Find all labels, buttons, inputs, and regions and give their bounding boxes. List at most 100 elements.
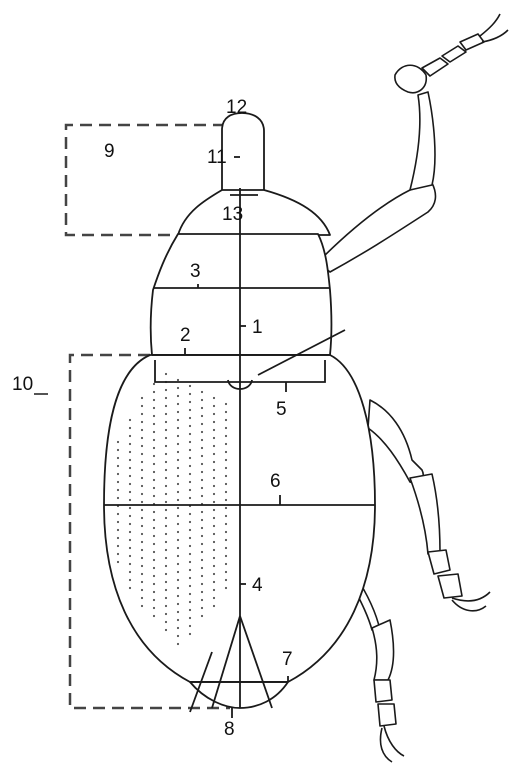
punctation-dot [117,473,119,475]
punctation-dot [141,405,143,407]
punctation-dot [153,383,155,385]
punctation-dot [177,627,179,629]
punctation-dot [189,465,191,467]
punctation-dot [129,451,131,453]
punctation-dot [177,539,179,541]
punctation-dot [201,471,203,473]
punctation-dot [177,603,179,605]
punctation-dot [165,581,167,583]
punctation-dot [213,509,215,511]
label-10: 10 [12,375,33,394]
punctation-dot [201,559,203,561]
punctation-dot [141,445,143,447]
punctation-dot [177,523,179,525]
punctation-dot [225,563,227,565]
punctation-dot [213,597,215,599]
punctation-dot [153,423,155,425]
punctation-dot [177,443,179,445]
punctation-dot [153,599,155,601]
front-leg-claw [480,14,508,42]
punctation-dot [189,401,191,403]
punctation-dot [225,571,227,573]
punctation-dot [201,551,203,553]
punctation-dot [177,555,179,557]
punctation-dot [153,519,155,521]
punctation-dot [189,433,191,435]
punctation-dot [213,453,215,455]
punctation-dot [201,487,203,489]
punctation-dot [153,591,155,593]
punctation-dot [153,487,155,489]
punctation-dot [117,457,119,459]
punctation-dot [201,615,203,617]
punctation-dot [213,581,215,583]
punctation-dot [165,565,167,567]
punctation-dot [225,427,227,429]
punctation-dot [189,449,191,451]
punctation-dot [153,575,155,577]
punctation-dot [141,517,143,519]
punctation-dot [213,541,215,543]
punctation-dot [213,493,215,495]
middle-leg-tibia [410,474,440,554]
punctation-dot [141,485,143,487]
punctation-dot [165,597,167,599]
head [178,190,330,235]
punctation-dot [165,493,167,495]
punctation-dot [129,443,131,445]
punctation-dot [201,527,203,529]
punctation-dot [141,581,143,583]
label-4: 4 [252,576,263,595]
punctation-dot [165,525,167,527]
punctation-dot [225,443,227,445]
front-leg-tarsus [422,34,484,76]
punctation-dot [201,583,203,585]
punctation-dot [153,431,155,433]
punctation-dot [201,431,203,433]
punctation-dot [117,441,119,443]
punctation-dot [213,485,215,487]
punctation-dot [225,451,227,453]
punctation-dot [213,565,215,567]
punctation-dot [129,475,131,477]
punctation-dot [189,585,191,587]
punctation-dot [165,469,167,471]
punctation-dot [213,445,215,447]
punctation-dot [153,439,155,441]
punctation-dot [129,587,131,589]
punctation-dot [129,563,131,565]
punctation-dot [201,439,203,441]
punctation-dot [165,477,167,479]
front-leg-tibia [410,92,435,190]
punctation-dot [153,559,155,561]
punctation-dot [153,535,155,537]
punctation-dot [129,459,131,461]
punctation-dot [201,495,203,497]
punctation-dot [213,589,215,591]
punctation-dot [165,405,167,407]
punctation-dot [177,571,179,573]
punctation-dot [165,557,167,559]
punctation-dot [165,589,167,591]
punctation-dot [225,411,227,413]
punctation-dot [225,459,227,461]
punctation-dot [213,461,215,463]
punctation-dot [213,413,215,415]
punctation-dot [201,423,203,425]
punctation-dot [225,539,227,541]
punctation-dot [165,573,167,575]
label-13: 13 [222,205,243,224]
punctation-dot [213,421,215,423]
punctation-dot [177,643,179,645]
punctation-dot [189,529,191,531]
punctation-dot [189,409,191,411]
punctation-dot [177,411,179,413]
punctation-dot [177,483,179,485]
punctation-dot [117,561,119,563]
punctation-dot [189,593,191,595]
punctation-dot [177,587,179,589]
hind-leg-claw [380,726,404,762]
punctation-dot [213,549,215,551]
label-2: 2 [180,326,191,345]
